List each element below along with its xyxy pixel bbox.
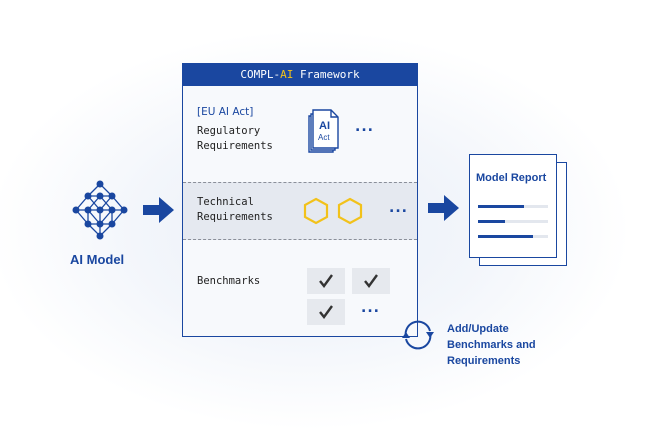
benchmarks-label: Benchmarks <box>197 275 261 287</box>
technical-requirements-label: Technical Requirements <box>197 196 273 223</box>
report-bar-fill <box>478 205 524 208</box>
report-bar-fill <box>478 220 505 223</box>
hexagon-icon <box>303 197 329 225</box>
arrow-right-icon <box>143 197 174 223</box>
framework-title: COMPL-AI Framework <box>183 64 417 86</box>
check-icon <box>364 274 378 288</box>
benchmarks-more: ... <box>361 300 380 316</box>
regulatory-requirements-label: Regulatory Requirements <box>197 125 273 152</box>
model-report-title: Model Report <box>476 172 547 184</box>
eu-ai-act-tag: [EU AI Act] <box>197 106 254 118</box>
document-stack-icon <box>308 109 339 153</box>
neural-network-icon <box>72 180 128 240</box>
check-icon <box>319 305 333 319</box>
framework-box: COMPL-AI Framework [EU AI Act] Regulator… <box>182 63 418 337</box>
update-label: Add/Update Benchmarks and Requirements <box>447 323 536 367</box>
model-report-document: Model Report <box>469 154 557 258</box>
benchmark-check-tile <box>307 268 345 294</box>
ai-model-label: AI Model <box>70 252 125 267</box>
report-bar-fill <box>478 235 533 238</box>
report-bar-track <box>478 205 548 208</box>
refresh-icon <box>402 320 434 350</box>
benchmark-check-tile <box>352 268 390 294</box>
technical-band <box>183 182 417 240</box>
doc-icon-text-act: Act <box>318 133 330 142</box>
arrow-right-icon <box>428 195 459 221</box>
doc-icon-text-ai: AI <box>319 120 330 132</box>
regulatory-more: ... <box>355 119 374 135</box>
benchmark-check-tile <box>307 299 345 325</box>
technical-more: ... <box>389 200 408 216</box>
hexagon-icon <box>337 197 363 225</box>
report-bar-track <box>478 235 548 238</box>
report-bar-track <box>478 220 548 223</box>
check-icon <box>319 274 333 288</box>
